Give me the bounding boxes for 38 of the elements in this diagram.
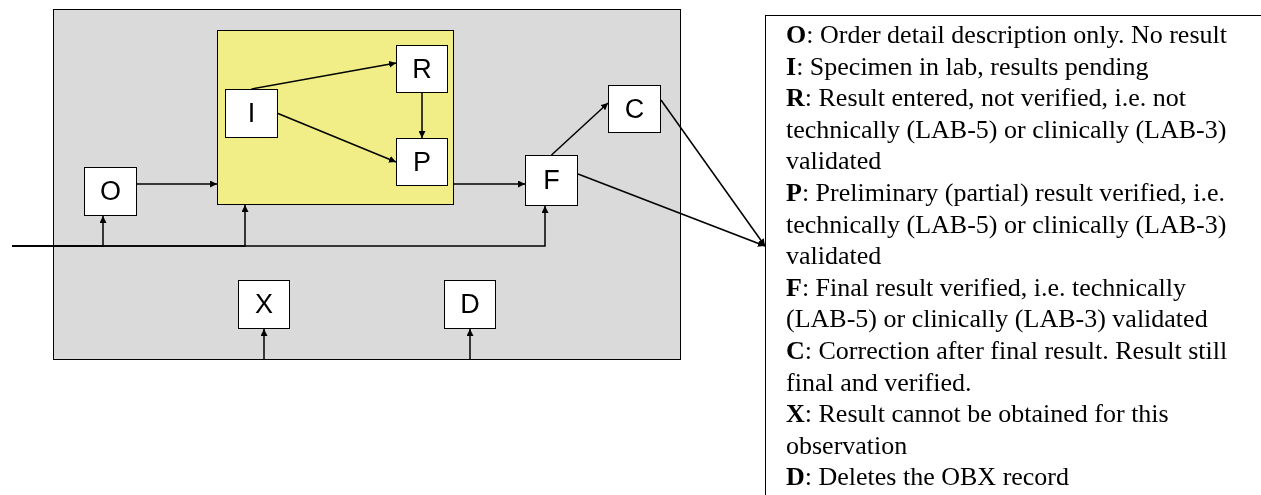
description-text: C: Correction after final result. Result still final and verified. [786,334,1229,399]
arrow [11,205,549,247]
notes-box [765,15,1261,495]
arrow [418,92,426,139]
group-panel [217,30,454,205]
state-letter: D [460,291,480,318]
arrow [466,328,474,361]
state-box [608,85,661,133]
arrow [660,99,766,247]
state-box [84,167,137,216]
state-box [525,155,578,206]
state-letter: I [247,100,256,127]
arrow [453,180,526,188]
state-box [225,89,278,138]
state-box [238,280,290,329]
background-panel [53,9,681,360]
description-text: P: Preliminary (partial) result verified, i.e. technically (LAB-5) or clinically (LAB-3) validated [786,176,1228,272]
state-letter: O [100,178,121,205]
state-box [444,280,496,329]
description-text: X: Result cannot be obtained for this observation [786,398,1170,462]
arrow [260,328,268,361]
state-box [396,45,448,93]
arrow [277,112,397,163]
state-box [396,138,448,186]
description-text: I: Specimen in lab, results pending [786,50,1150,83]
arrow [250,60,397,90]
description-text: F: Final result verified, i.e. technically (LAB-5) or clinically (LAB-3) validated [786,271,1209,335]
state-letter: P [413,148,431,176]
state-letter: C [624,95,645,123]
description-text: R: Result entered, not verified, i.e. not technically (LAB-5) or clinically (LAB-3) validated [786,82,1228,177]
description-text: O: Order detail description only. No result [786,19,1228,51]
state-letter: F [543,167,560,194]
state-letter: R [412,55,432,83]
arrow [136,180,218,188]
description-text: D: Deletes the OBX record [786,461,1071,493]
arrow [550,102,609,156]
state-letter: X [255,291,273,318]
arrow [577,173,766,247]
